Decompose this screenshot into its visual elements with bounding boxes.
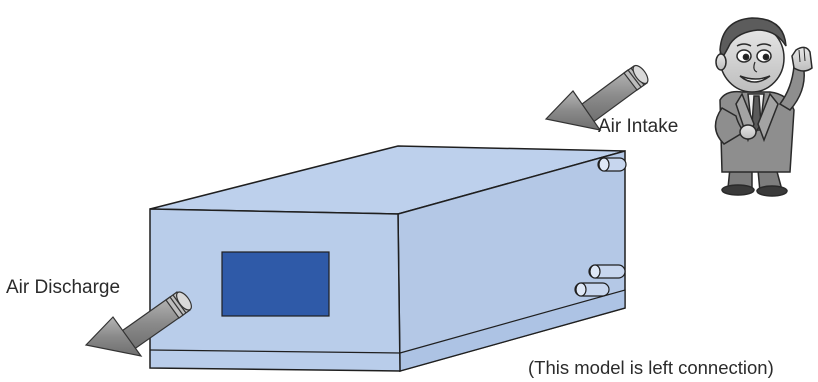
air-unit-box — [149, 145, 627, 372]
businessman-cartoon-icon — [714, 17, 813, 197]
air-discharge-arrow-icon — [84, 291, 192, 357]
air-intake-arrow-icon — [544, 64, 649, 131]
display-panel — [221, 251, 330, 317]
air-intake-label: Air Intake — [598, 116, 678, 137]
air-discharge-label: Air Discharge — [6, 277, 120, 298]
connection-note: (This model is left connection) — [528, 357, 774, 378]
pipe-fitting-bottom — [574, 282, 610, 297]
pipe-fitting-top — [597, 157, 627, 172]
unit-front-base-line — [149, 349, 401, 354]
pipe-fitting-middle — [588, 264, 626, 279]
